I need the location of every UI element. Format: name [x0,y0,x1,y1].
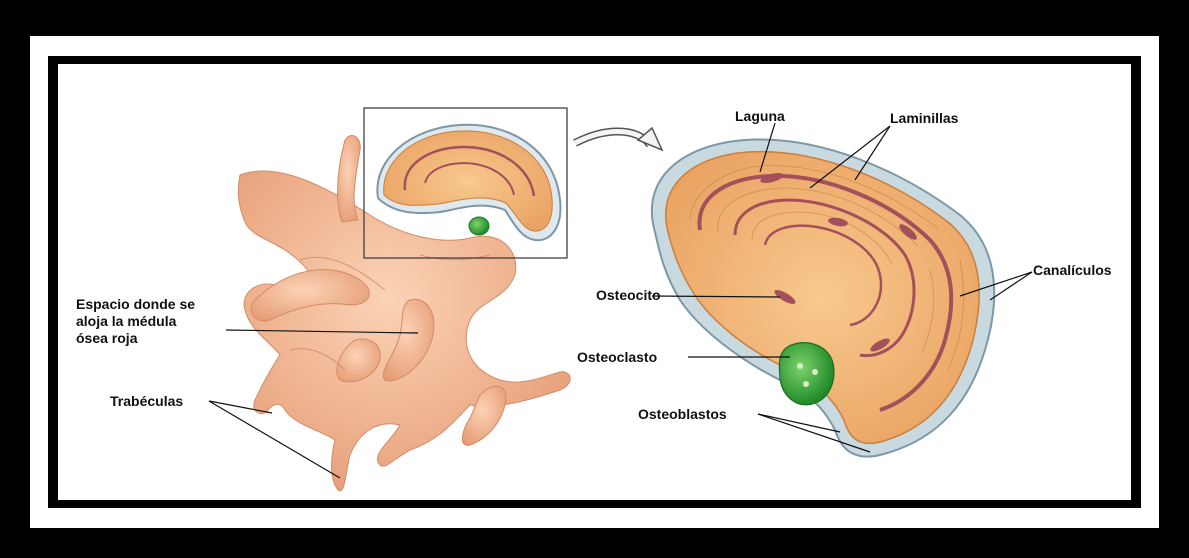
label-espacio-medula: Espacio donde se aloja la médula ósea ro… [76,296,195,347]
label-laminillas: Laminillas [890,110,958,127]
label-trabeculas: Trabéculas [110,393,183,410]
label-osteoblastos: Osteoblastos [638,406,727,423]
label-canaliculos: Canalículos [1033,262,1112,279]
label-osteocito: Osteocito [596,287,661,304]
curved-arrow-icon [575,128,662,150]
label-osteoclasto: Osteoclasto [577,349,657,366]
label-laguna: Laguna [735,108,785,125]
diagram-canvas: Laguna Laminillas Canalículos Osteocito … [58,64,1131,500]
small-trabecula [377,125,560,240]
osteoclast-cell [779,343,834,405]
illustration [58,64,1131,500]
